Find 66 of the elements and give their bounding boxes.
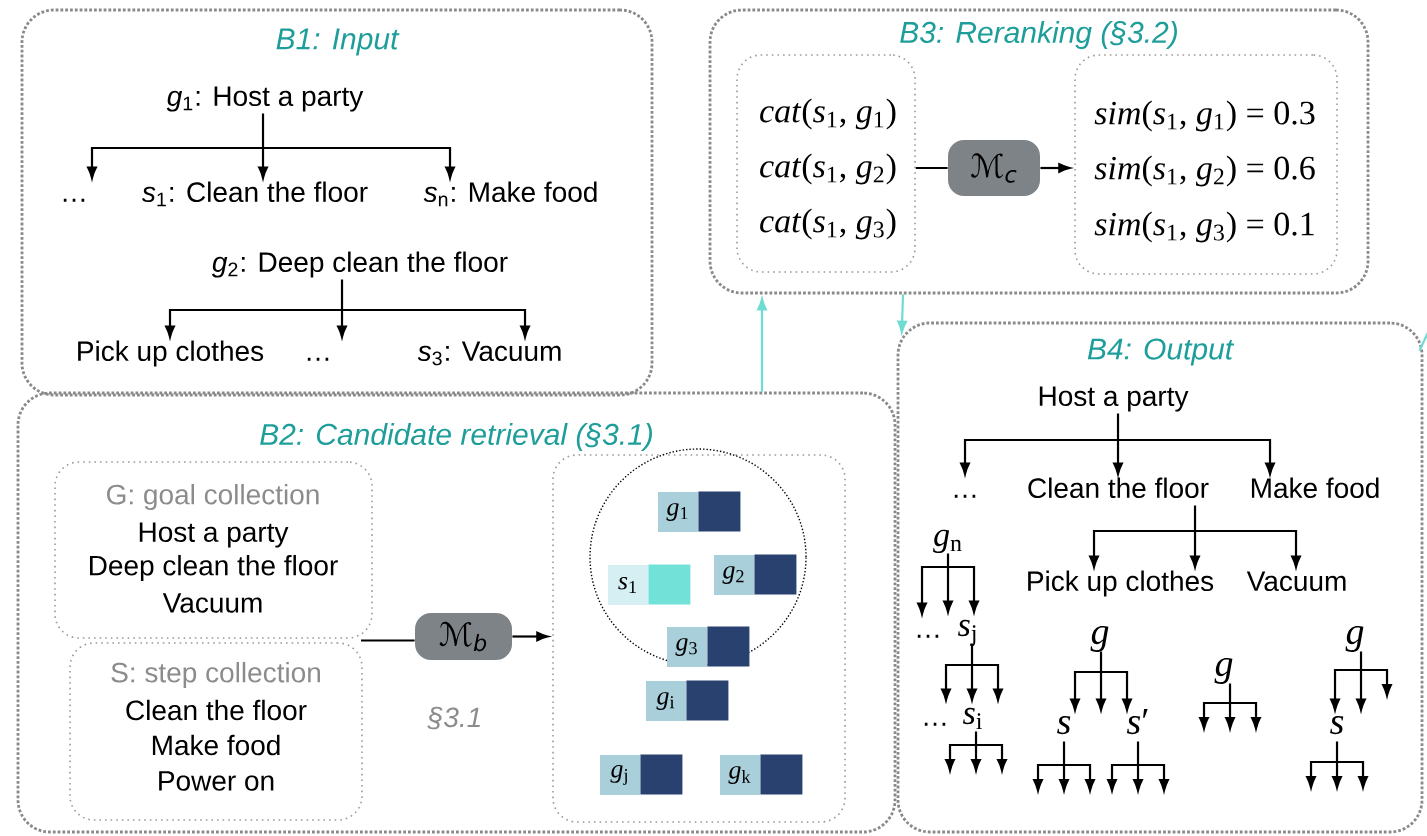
tree-label: s$_{n}$: Make food <box>423 181 597 207</box>
tree-label: g <box>1345 625 1364 652</box>
arrow <box>757 298 767 392</box>
embedding-chip: s$_{1}$ <box>608 564 691 605</box>
embedding-chip: g$_{2}$ <box>714 554 797 595</box>
tree-label: Clean the floor <box>1028 477 1209 499</box>
tree-label: Pick up clothes <box>1028 570 1214 597</box>
arrow <box>1225 703 1235 730</box>
tree-label: … <box>924 722 946 726</box>
node-label: g$_{i}$ <box>656 692 675 710</box>
node-label: g$_{1}$ <box>666 503 688 521</box>
arrow <box>1337 760 1368 789</box>
embedding-chip: g$_{i}$ <box>646 680 729 721</box>
arrow <box>1199 701 1230 730</box>
arrow <box>1361 668 1392 697</box>
tree-label: Host a party <box>1039 386 1189 412</box>
tree-label: s′ <box>1126 708 1148 735</box>
tree-label: g$_{n}$ <box>933 529 962 554</box>
section-reference: §3.1 <box>427 706 480 730</box>
tree-label: Make food <box>1251 477 1379 499</box>
tree-label: Pick up clothes <box>78 340 264 367</box>
embedding-chip: g$_{j}$ <box>600 754 683 795</box>
node-label: g$_{2}$ <box>722 566 744 584</box>
arrow <box>1059 765 1069 792</box>
arrow <box>971 745 981 772</box>
node-label: g$_{j}$ <box>610 765 627 785</box>
tree-label: … <box>307 357 329 361</box>
embedding-chip: g$_{k}$ <box>720 754 803 795</box>
arrow <box>1332 762 1342 789</box>
tree-label: g$_{1}$: Host a party <box>166 86 364 112</box>
collection-box: S: step collection Clean the floor Make food Power on <box>69 642 363 821</box>
model-box: ℳ$_{c}$ <box>948 140 1040 196</box>
arrow <box>1133 765 1143 792</box>
arrow <box>1107 763 1138 792</box>
node-label: s$_{1}$ <box>618 577 637 594</box>
arrow <box>976 743 1007 772</box>
tree-label: s$_{i}$ <box>963 707 982 729</box>
arrow <box>1064 763 1095 792</box>
collection-box: G: goal collection Host a party Deep clean the floor Vacuum <box>54 461 373 639</box>
embedding-chip: g$_{3}$ <box>667 626 750 667</box>
tree-label: s$_{1}$: Clean the floor <box>142 181 368 207</box>
tree-label: … <box>954 494 976 498</box>
node-label: g$_{3}$ <box>675 638 697 656</box>
tree-label: g <box>1090 625 1109 652</box>
arrow <box>1230 701 1261 730</box>
embedding-box <box>552 454 846 823</box>
arrow <box>945 743 976 772</box>
arrow <box>1306 760 1337 789</box>
arrow <box>1040 163 1071 173</box>
tree-label: … <box>63 198 85 202</box>
tree-label: s <box>1057 715 1071 735</box>
tree-label: … <box>917 634 939 638</box>
formula-box: cat(s$_{1}$, g$_{1}$) cat(s$_{1}$, g$_{2}$) cat(s$_{1}$, g$_{3}$) <box>736 54 916 273</box>
arrow <box>1033 763 1064 792</box>
arrow <box>1113 440 1123 475</box>
embedding-chip: g$_{1}$ <box>658 491 741 532</box>
tree-label: Vacuum <box>1246 571 1346 592</box>
tree-label: g <box>1214 657 1233 684</box>
tree-label: g$_{2}$: Deep clean the floor <box>211 251 508 278</box>
tree-label: s <box>1330 715 1344 735</box>
tree-label: s$_{j}$ <box>958 619 976 647</box>
arrow <box>1138 763 1169 792</box>
node-label: g$_{k}$ <box>728 766 751 784</box>
tree-label: s$_{3}$: Vacuum <box>417 341 561 366</box>
model-box: ℳ$_{b}$ <box>415 613 512 660</box>
formula-box: sim(s$_{1}$, g$_{1}$) = 0.3 sim(s$_{1}$, g$_{2}$) = 0.6 sim(s$_{1}$, g$_{3}$) = 0.1 <box>1074 54 1338 275</box>
